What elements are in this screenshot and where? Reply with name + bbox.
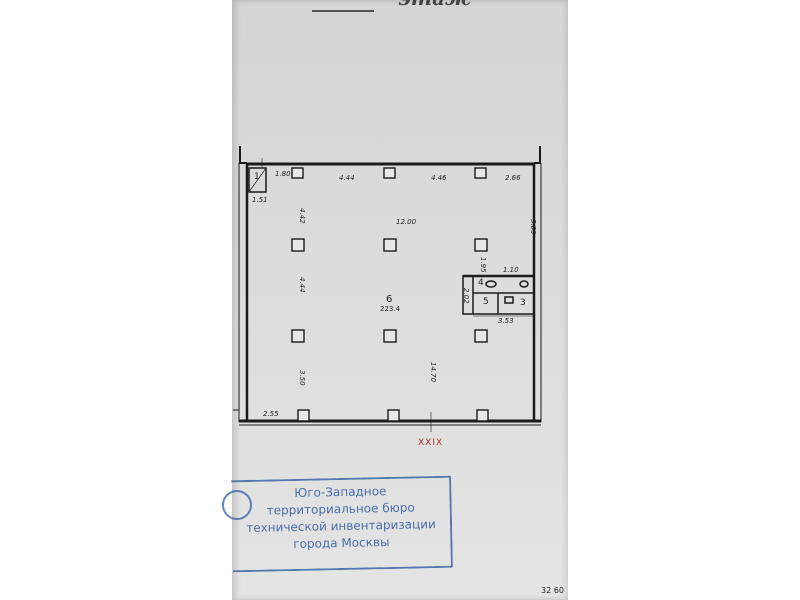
outer-walls (233, 146, 542, 426)
dim-wc-top: 1.10 (503, 266, 519, 274)
header-underline (312, 10, 374, 12)
dim-bottom-left: 2.55 (263, 410, 279, 418)
dim-left-lower: 3.50 (298, 370, 306, 386)
right-margin (568, 0, 800, 600)
dim-room1-width: 1.51 (252, 196, 268, 204)
left-margin (0, 0, 232, 600)
room-6-area: 223.4 (380, 305, 401, 313)
wc-block (462, 274, 535, 315)
dim-right-upper: 5.09 (529, 219, 537, 235)
dim-left-middle: 4.44 (298, 277, 306, 293)
room-4-number: 4 (478, 278, 484, 288)
columns (291, 167, 489, 422)
dim-top-3: 4.46 (431, 174, 447, 182)
dim-center-length: 14.70 (429, 362, 437, 383)
dim-top-1: 1.80 (275, 170, 291, 178)
page-number: 32 60 (541, 586, 564, 595)
floor-label: этаж (398, 0, 471, 10)
dim-top-4: 2.66 (505, 174, 521, 182)
dim-wc-width: 3.53 (498, 317, 514, 325)
dim-left-upper: 4.42 (298, 208, 306, 224)
dim-center-width: 12.00 (396, 218, 417, 226)
dim-top-2: 4.44 (339, 174, 355, 182)
room-6-number: 6 (386, 294, 393, 305)
document-sheet (232, 0, 568, 600)
dimension-lines (261, 158, 534, 432)
dim-wc-side: 1.95 (479, 257, 487, 273)
room-5-number: 5 (483, 297, 489, 307)
room-1-outline (248, 167, 267, 193)
room-3-number: 3 (520, 298, 526, 308)
bti-stamp: Юго-Западное территориальное бюро технич… (231, 475, 453, 573)
room-1-number: 1 (254, 172, 260, 182)
dim-wc-height: 2.02 (462, 288, 470, 304)
stamp-emblem (222, 490, 252, 520)
section-mark: XXIX (418, 438, 444, 448)
